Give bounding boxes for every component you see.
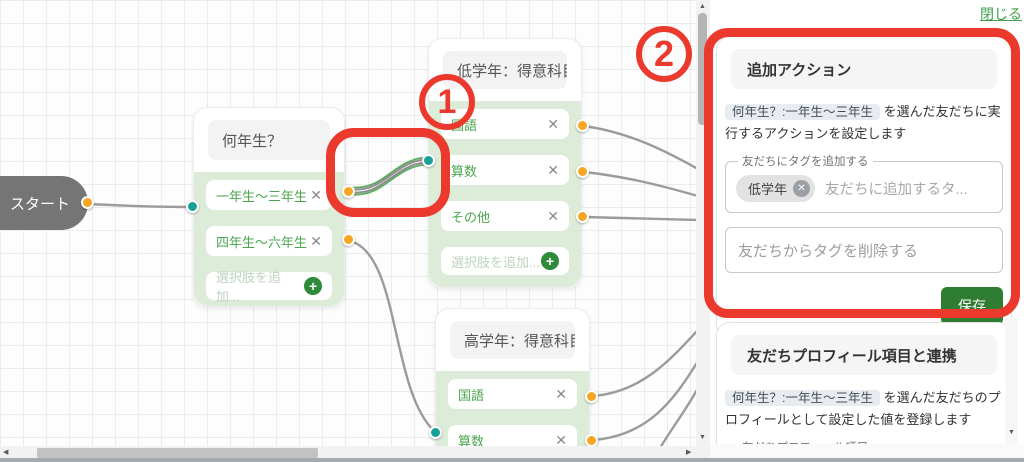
description-text: を選んだ友だちのプロフィールとして設定した値を登録します [725, 390, 1001, 428]
connection-edge [348, 239, 436, 433]
option-row[interactable]: 一年生～三年生 ✕ [206, 180, 332, 210]
input-port[interactable] [429, 426, 442, 439]
panel-scrollbar[interactable]: ▼ [1005, 318, 1018, 444]
tag-chip-label: 低学年 [748, 182, 788, 198]
action-card: 追加アクション 何年生？:一年生～三年生 を選んだ友だちに実行するアクションを設… [716, 36, 1012, 339]
connection-edge [591, 330, 696, 398]
action-card-title: 追加アクション [731, 49, 997, 89]
add-option-icon[interactable]: + [304, 277, 322, 295]
output-port[interactable] [585, 434, 598, 446]
connection-edge [582, 170, 696, 197]
input-port[interactable] [186, 200, 199, 213]
output-port[interactable] [81, 196, 94, 209]
window-bottom-edge [0, 458, 1024, 462]
annotation-number-2: 2 [636, 26, 692, 82]
profile-card-title: 友だちプロフィール項目と連携 [731, 335, 997, 375]
option-row[interactable]: 算数 ✕ [441, 155, 569, 185]
panel-footer-strip [710, 444, 1024, 458]
option-label: 国語 [458, 387, 485, 403]
connection-edge [86, 202, 194, 209]
add-option-placeholder: 選択肢を追加... [216, 270, 282, 304]
add-option-row[interactable]: 選択肢を追加... + [206, 270, 332, 304]
canvas-horizontal-scrollbar[interactable]: ◀ ▶ [0, 446, 710, 460]
option-label: 算数 [451, 163, 478, 179]
connection-edge [582, 124, 696, 170]
delete-option-icon[interactable]: ✕ [310, 232, 322, 249]
delete-option-icon[interactable]: ✕ [547, 207, 559, 224]
remove-tag-chip-icon[interactable]: ✕ [793, 180, 811, 198]
option-row[interactable]: 算数 ✕ [448, 425, 577, 446]
add-tag-input[interactable]: 低学年 ✕ 友だちに追加するタ... [736, 175, 992, 203]
scroll-up-icon[interactable]: ▲ [699, 3, 706, 10]
add-option-icon[interactable]: + [541, 252, 559, 270]
profile-card: 友だちプロフィール項目と連携 何年生？:一年生～三年生 を選んだ友だちのプロフィ… [716, 322, 1012, 444]
profile-item-legend: 友だちプロフィール項目 [738, 439, 872, 444]
add-tag-legend: 友だちにタグを追加する [742, 156, 869, 169]
tag-chip[interactable]: 低学年 ✕ [736, 175, 816, 203]
node-title: 何年生？ [208, 120, 330, 160]
connection-lines [86, 124, 696, 446]
option-label: その他 [451, 209, 491, 225]
option-label: 四年生～六年生 [216, 234, 308, 250]
panel-scroll-down-icon[interactable]: ▼ [1008, 429, 1015, 436]
close-panel-link[interactable]: 閉じる [980, 6, 1022, 22]
remove-tag-placeholder: 友だちからタグを削除する [738, 242, 919, 260]
start-node[interactable]: スタート [0, 176, 88, 230]
delete-option-icon[interactable]: ✕ [547, 115, 559, 132]
start-node-label: スタート [10, 195, 71, 213]
add-tag-fieldset: 友だちにタグを追加する 低学年 ✕ 友だちに追加するタ... [725, 153, 1003, 214]
output-port[interactable] [576, 210, 589, 223]
node-options: 国語 ✕ 算数 ✕ [436, 371, 589, 446]
option-row[interactable]: その他 ✕ [441, 201, 569, 231]
output-port[interactable] [342, 233, 355, 246]
vertical-scroll-thumb[interactable] [698, 13, 707, 125]
remove-tag-input[interactable]: 友だちからタグを削除する [725, 227, 1003, 274]
output-port[interactable] [585, 390, 598, 403]
delete-option-icon[interactable]: ✕ [310, 186, 322, 203]
question-node-grade[interactable]: 何年生？ 一年生～三年生 ✕ 四年生～六年生 ✕ 選択肢を追加... + [193, 107, 345, 307]
selected-connection[interactable] [352, 156, 426, 196]
delete-option-icon[interactable]: ✕ [547, 161, 559, 178]
annotation-number-1: 1 [419, 74, 475, 130]
node-options: 一年生～三年生 ✕ 四年生～六年生 ✕ 選択肢を追加... + [194, 172, 344, 306]
node-title: 高学年：得意科目 [450, 321, 575, 359]
delete-option-icon[interactable]: ✕ [555, 385, 567, 402]
option-row[interactable]: 四年生～六年生 ✕ [206, 226, 332, 256]
horizontal-scroll-thumb[interactable] [37, 448, 318, 458]
connection-edge [582, 215, 696, 222]
add-option-row[interactable]: 選択肢を追加... + [441, 247, 569, 275]
condition-badge: 何年生？:一年生～三年生 [725, 390, 880, 406]
settings-panel: 閉じる 追加アクション 何年生？:一年生～三年生 を選んだ友だちに実行するアクシ… [710, 0, 1024, 444]
option-row[interactable]: 国語 ✕ [448, 379, 577, 409]
condition-badge: 何年生？:一年生～三年生 [725, 104, 880, 120]
option-label: 一年生～三年生 [216, 188, 308, 204]
scroll-down-icon[interactable]: ▼ [699, 434, 706, 441]
description-text: を選んだ友だちに実行するアクションを設定します [725, 104, 1001, 142]
scroll-left-icon[interactable]: ◀ [3, 449, 9, 456]
output-port[interactable] [576, 119, 589, 132]
connection-edge [591, 361, 696, 442]
connection-edge [659, 389, 696, 446]
option-label: 算数 [458, 433, 485, 447]
action-card-description: 何年生？:一年生～三年生 を選んだ友だちに実行するアクションを設定します [725, 101, 1003, 145]
question-node-upper[interactable]: 高学年：得意科目 国語 ✕ 算数 ✕ [435, 308, 590, 446]
annotation-highlight-box-1 [326, 128, 450, 217]
scroll-right-icon[interactable]: ▶ [686, 449, 692, 456]
annotation-highlight-box-2 [704, 28, 1020, 318]
profile-card-description: 何年生？:一年生～三年生 を選んだ友だちのプロフィールとして設定した値を登録しま… [725, 387, 1003, 431]
flow-canvas[interactable]: スタート 何年生？ 一年生～三年生 ✕ 四年生～六年生 ✕ 選択肢を追加... … [0, 0, 696, 446]
delete-option-icon[interactable]: ✕ [555, 431, 567, 447]
output-port[interactable] [576, 165, 589, 178]
profile-item-fieldset[interactable]: 友だちプロフィール項目 [725, 439, 1003, 444]
add-tag-placeholder: 友だちに追加するタ... [825, 182, 968, 199]
add-option-placeholder: 選択肢を追加... [451, 254, 540, 270]
